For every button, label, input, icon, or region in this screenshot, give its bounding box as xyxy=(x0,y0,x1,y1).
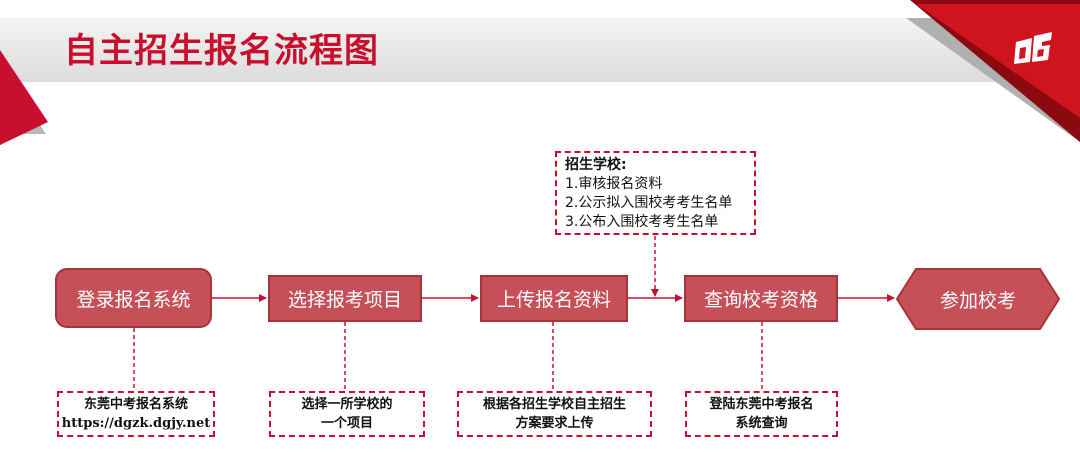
step-attend-exam: 参加校考 xyxy=(896,268,1060,330)
header-band xyxy=(0,18,1080,82)
system-url: https://dgzk.dgjy.net xyxy=(61,416,211,431)
step-select-project: 选择报考项目 xyxy=(268,275,422,322)
step-label: 查询校考资格 xyxy=(703,289,818,311)
school-note-item: 2.公示拟入围校考考生名单 xyxy=(565,195,733,211)
step-label: 选择报考项目 xyxy=(287,289,402,311)
note-line: 方案要求上传 xyxy=(515,416,594,431)
page-title: 自主招生报名流程图 xyxy=(64,31,379,71)
left-corner-decoration xyxy=(0,50,48,145)
step-query-qualification: 查询校考资格 xyxy=(684,275,838,322)
step-label: 参加校考 xyxy=(939,289,1016,312)
note-query-qualification: 登陆东莞中考报名 系统查询 xyxy=(685,391,838,437)
note-line: 登陆东莞中考报名 xyxy=(709,397,814,412)
note-line: 一个项目 xyxy=(320,416,373,431)
step-label: 登录报名系统 xyxy=(76,288,191,311)
note-line: 选择一所学校的 xyxy=(301,397,393,412)
note-line: 东莞中考报名系统 xyxy=(83,397,188,412)
step-label: 上传报名资料 xyxy=(496,289,611,311)
school-note-heading: 招生学校: xyxy=(565,157,627,173)
note-upload-materials: 根据各招生学校自主招生 方案要求上传 xyxy=(457,391,652,437)
note-line: 系统查询 xyxy=(735,416,788,431)
note-line: 根据各招生学校自主招生 xyxy=(482,397,626,412)
school-note-item: 3.公布入围校考考生名单 xyxy=(565,214,719,230)
note-select-project: 选择一所学校的 一个项目 xyxy=(269,391,425,437)
note-login-system: 东莞中考报名系统 https://dgzk.dgjy.net xyxy=(57,391,215,437)
school-note: 招生学校: 1.审核报名资料 2.公示拟入围校考考生名单 3.公布入围校考考生名… xyxy=(555,151,756,235)
step-attend-exam-shape xyxy=(896,268,1060,330)
step-login-system: 登录报名系统 xyxy=(55,268,212,328)
logo-icon xyxy=(1014,32,1052,64)
step-upload-materials: 上传报名资料 xyxy=(480,275,628,322)
school-note-item: 1.审核报名资料 xyxy=(565,176,663,192)
